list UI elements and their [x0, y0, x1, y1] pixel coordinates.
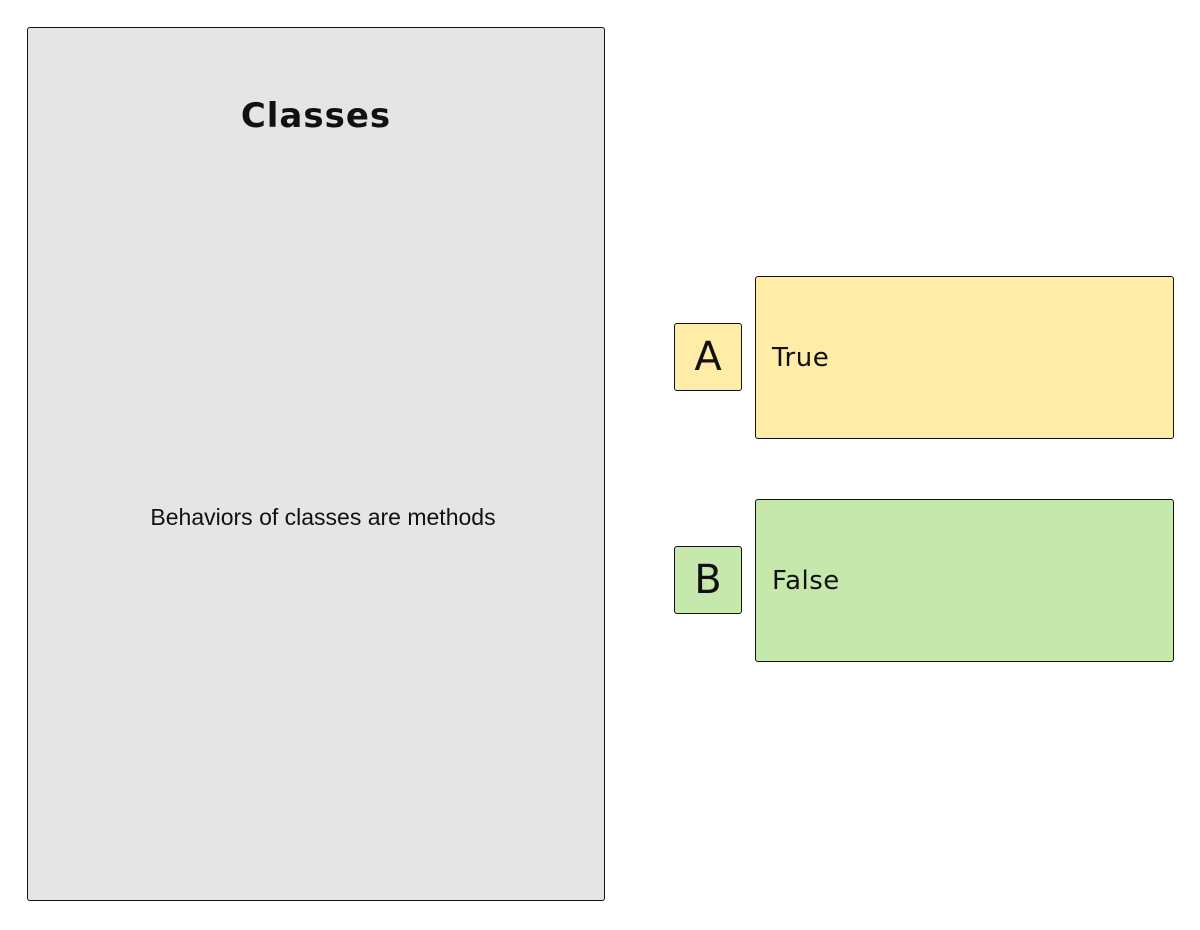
option-a-key[interactable]: A — [674, 323, 742, 391]
card-title: Classes — [240, 96, 392, 136]
option-b-false[interactable]: False — [755, 499, 1174, 662]
option-b-key[interactable]: B — [674, 546, 742, 614]
question-card: Classes Behaviors of classes are methods — [27, 27, 605, 901]
option-a-true[interactable]: True — [755, 276, 1174, 439]
question-text: Behaviors of classes are methods — [150, 504, 496, 530]
